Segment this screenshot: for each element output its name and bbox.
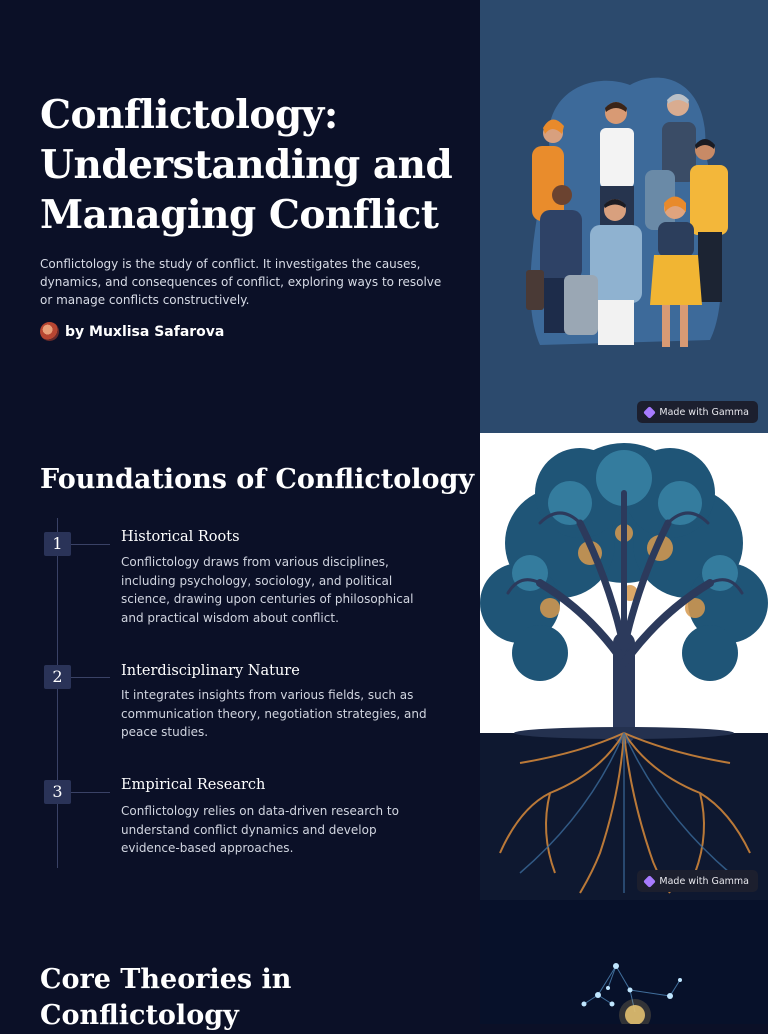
step-title: Interdisciplinary Nature (121, 663, 300, 679)
step-body: Conflictology relies on data-driven rese… (121, 804, 399, 856)
step-title: Historical Roots (121, 529, 240, 545)
step-body: Conflictology draws from various discipl… (121, 555, 414, 626)
avatar (40, 322, 59, 341)
gamma-logo-icon (643, 405, 657, 419)
gamma-logo-icon (643, 874, 657, 888)
step-title: Empirical Research (121, 777, 266, 793)
step-number: 1 (44, 532, 71, 556)
title-line: Conflictology (40, 1000, 239, 1031)
title-line: Understanding and (40, 142, 453, 188)
title-line: Managing Conflict (40, 192, 439, 238)
timeline-connector (71, 544, 110, 545)
intro-description: Conflictology is the study of conflict. … (40, 257, 442, 307)
author-byline[interactable]: by Muxlisa Safarova (40, 322, 224, 341)
title-line: Core Theories in (40, 964, 292, 995)
title-line: Conflictology: (40, 92, 338, 138)
timeline-connector (71, 677, 110, 678)
badge-label: Made with Gamma (659, 875, 749, 887)
step-number: 3 (44, 780, 71, 804)
author-name: by Muxlisa Safarova (65, 323, 225, 340)
network-illustration (480, 900, 768, 1024)
timeline-connector (71, 792, 110, 793)
made-with-gamma-badge[interactable]: Made with Gamma (637, 870, 758, 892)
page-title: Conflictology: Understanding and Managin… (40, 90, 460, 240)
section-title-foundations: Foundations of Conflictology (40, 464, 475, 495)
section-title-core-theories: Core Theories in Conflictology (40, 962, 291, 1034)
content-column: Conflictology: Understanding and Managin… (40, 90, 475, 1031)
tree-roots-illustration: Made with Gamma (480, 433, 768, 900)
step-body: It integrates insights from various fiel… (121, 688, 427, 740)
image-column: Made with Gamma (480, 0, 768, 1024)
timeline-line (57, 518, 58, 868)
people-illustration: Made with Gamma (480, 0, 768, 433)
badge-label: Made with Gamma (659, 406, 749, 418)
step-number: 2 (44, 665, 71, 689)
made-with-gamma-badge[interactable]: Made with Gamma (637, 401, 758, 423)
